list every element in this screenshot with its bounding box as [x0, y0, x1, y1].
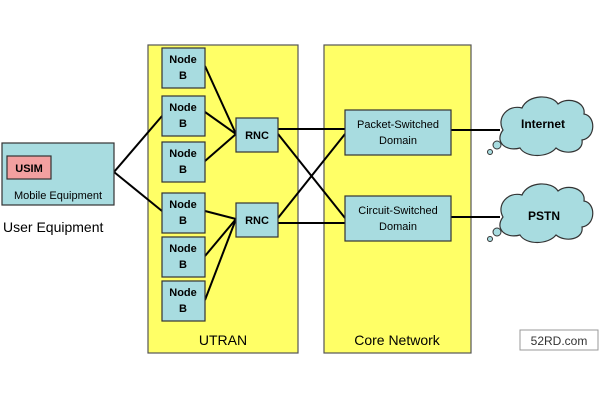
rnc-label-2: RNC — [245, 215, 269, 227]
connection-lines — [113, 65, 500, 301]
node-b-label-line1: Node — [169, 287, 197, 299]
rnc-label-1: RNC — [245, 130, 269, 142]
node-b-label-line1: Node — [169, 243, 197, 255]
link-nodeb6-rnc2 — [204, 218, 237, 301]
node-b-label-line2: B — [179, 118, 187, 130]
packet-switched-domain-box — [344, 109, 452, 156]
pstn-cloud-tail-2 — [487, 236, 493, 242]
internet-cloud: Internet — [487, 96, 594, 157]
packet-switched-label-line2: Domain — [379, 135, 417, 147]
node-b-group: Node B Node B Node B Node B Node B Node … — [161, 47, 206, 322]
link-nodeb1-rnc1 — [204, 65, 237, 135]
user-equipment-caption: User Equipment — [3, 219, 103, 235]
node-b-label-line2: B — [179, 215, 187, 227]
circuit-switched-domain-box — [344, 195, 452, 242]
node-b-box — [161, 95, 206, 137]
core-network-caption: Core Network — [354, 332, 441, 348]
mobile-equipment-label: Mobile Equipment — [14, 190, 102, 202]
watermark-text: 52RD.com — [531, 334, 588, 348]
pstn-cloud-shape — [499, 183, 594, 244]
link-nodeb2-rnc1 — [204, 111, 237, 135]
watermark-box — [519, 329, 599, 351]
utran-caption: UTRAN — [199, 332, 247, 348]
node-b-label-line1: Node — [169, 102, 197, 114]
usim-box — [6, 155, 52, 180]
internet-cloud-tail-1 — [492, 140, 502, 150]
node-b-label-line2: B — [179, 259, 187, 271]
internet-cloud-shape — [499, 96, 594, 157]
rnc-box-2 — [235, 202, 279, 238]
node-b-label-line2: B — [179, 70, 187, 82]
link-ue-nodeb-2 — [113, 115, 163, 173]
node-b-label-line2: B — [179, 303, 187, 315]
pstn-cloud-tail-1 — [492, 227, 502, 237]
circuit-switched-label-line2: Domain — [379, 221, 417, 233]
node-b-box — [161, 141, 206, 183]
node-b-box — [161, 236, 206, 278]
node-b-label-line1: Node — [169, 199, 197, 211]
node-b-box — [161, 192, 206, 234]
node-b-box — [161, 47, 206, 89]
link-rnc2-ps — [277, 133, 346, 219]
node-b-label-line1: Node — [169, 54, 197, 66]
usim-label: USIM — [15, 163, 43, 175]
internet-label: Internet — [521, 117, 565, 131]
circuit-switched-label-line1: Circuit-Switched — [358, 205, 437, 217]
rnc-box-1 — [235, 117, 279, 153]
packet-switched-label-line1: Packet-Switched — [357, 119, 439, 131]
node-b-label-line1: Node — [169, 148, 197, 160]
link-nodeb4-rnc2 — [204, 210, 237, 220]
link-nodeb5-rnc2 — [204, 218, 237, 257]
node-b-label-line2: B — [179, 164, 187, 176]
link-ue-nodeb-4 — [113, 171, 163, 212]
internet-cloud-tail-2 — [487, 149, 493, 155]
link-nodeb3-rnc1 — [204, 133, 237, 162]
node-b-box — [161, 280, 206, 322]
pstn-label: PSTN — [528, 209, 560, 223]
pstn-cloud: PSTN — [487, 183, 594, 244]
